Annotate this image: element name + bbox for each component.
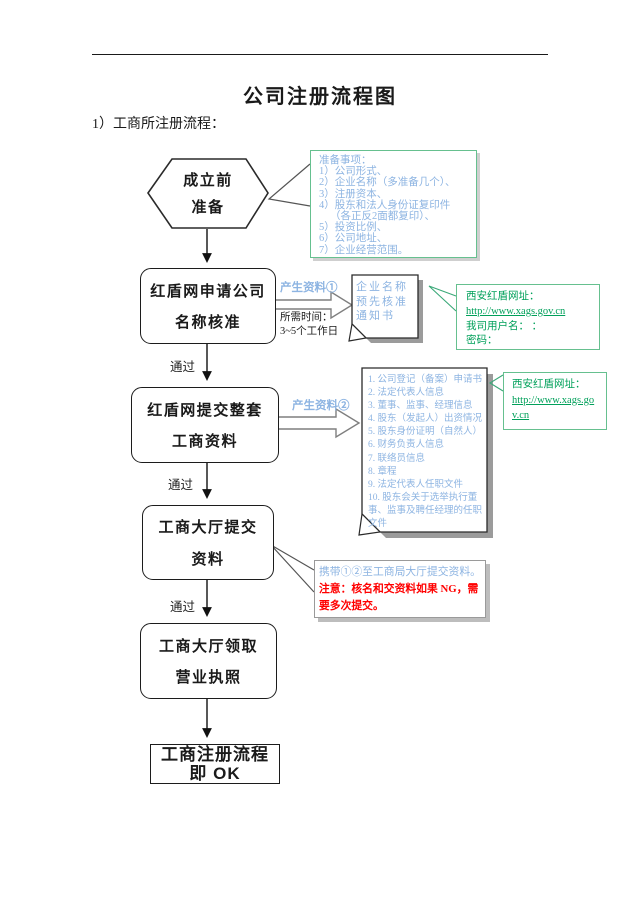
prepare-hexagon-shape [147,158,269,229]
checklist-item: （各正反2面都复印）、 [330,211,435,223]
checklist-item: 5）投资比例、 [319,222,388,234]
site-note-2: 西安红盾网址： http://www.xags.go v.cn [503,372,607,430]
xags-url-link-2[interactable]: http://www.xags.go [512,394,595,406]
site-note-1-password: 密码： [466,335,498,347]
pass-label-3: 通过 [170,600,196,614]
prepare-node: 成立前 准备 [150,162,266,224]
site-note-1-title: 西安红盾网址： [466,291,540,302]
site-note-1-username: 我司用户名： ： [466,320,543,332]
xags-url-link-2-wrap[interactable]: v.cn [512,410,530,421]
done-line2: 即 OK [189,764,241,783]
hall-submit-node: 工商大厅提交 资料 [142,505,274,580]
doc2-folded-corner [358,512,382,536]
site-note2-connector [488,374,504,392]
site-note-2-title: 西安红盾网址： [512,379,586,390]
prepare-note-connector [267,163,311,207]
hall-note: 携带①②至工商局大厅提交资料。 注意：核名和交资料如果 NG，需要多次提交。 [314,560,486,618]
checklist-item: 1）公司形式、 [319,166,388,178]
submit-online-line1: 红盾网提交整套 [147,401,263,419]
hall-note-warning: 注意：核名和交资料如果 NG，需要多次提交。 [319,583,479,613]
submit-online-node: 红盾网提交整套 工商资料 [131,387,279,463]
hall-submit-line2: 资料 [191,550,225,568]
hall-license-node: 工商大厅领取 营业执照 [140,623,277,699]
header-rule [92,54,548,55]
required-time-line2: 3~5个工作日 [280,325,339,337]
material-item: 1. 公司登记（备案）申请书 [368,375,483,385]
xags-url-link[interactable]: http://www.xags.gov.cn [466,305,566,317]
name-approval-doc-line3: 通知书 [356,310,395,322]
pass-label-1: 通过 [170,360,196,374]
name-check-line2: 名称核准 [174,314,241,332]
produce-material-arrow-1 [273,290,354,320]
done-node: 工商注册流程 即 OK [150,744,280,784]
checklist-item: 6）公司地址、 [319,233,388,245]
material-item: 6. 财务负责人信息 [368,440,445,451]
site-note-1: 西安红盾网址： http://www.xags.gov.cn 我司用户名： ： … [456,284,600,350]
material-item: 8. 章程 [368,466,397,477]
name-approval-doc-line2: 预先核准 [356,295,408,308]
name-approval-doc-line1: 企业名称 [356,281,408,293]
material-item: 3. 董事、监事、经理信息 [368,401,473,412]
page-title: 公司注册流程图 [243,86,397,108]
required-time-note: 所需时间： 3~5个工作日 [280,311,338,338]
checklist-item: 4）股东和法人身份证复印件 [319,199,451,211]
hall-license-line1: 工商大厅领取 [158,637,258,655]
doc1-shape [351,274,419,339]
produce-material-2-label: 产生资料② [292,400,350,412]
name-approval-doc: 企业名称 预先核准 通知书 [356,280,408,324]
checklist-item: 2）企业名称（多准备几个）、 [319,177,456,189]
produce-material-arrow-2 [276,407,361,439]
submit-online-line2: 工商资料 [171,433,238,451]
produce-material-1-label: 产生资料① [280,282,338,294]
hall-submit-line1: 工商大厅提交 [158,519,258,537]
prepare-node-line1: 成立前 [183,171,233,189]
material-item: 7. 联络员信息 [368,453,426,464]
hall-note-connector [270,544,315,593]
material-item: 4. 股东（发起人）出资情况 [368,414,483,425]
hall-note-carry: 携带①②至工商局大厅提交资料。 [319,566,481,578]
doc2-shape [361,367,488,533]
done-line1: 工商注册流程 [161,745,269,764]
prepare-checklist: 准备事项： 1）公司形式、 2）企业名称（多准备几个）、 3）注册资本、 4）股… [310,150,477,258]
required-time-line1: 所需时间： [280,312,333,323]
registration-material-doc: 1. 公司登记（备案）申请书 2. 法定代表人信息 3. 董事、监事、经理信息 … [368,374,482,531]
hall-license-line2: 营业执照 [175,669,242,687]
site-note1-connector [428,285,457,312]
checklist-item: 7）企业经营范围。 [319,244,409,256]
pass-label-2: 通过 [168,478,194,492]
prepare-node-line2: 准备 [191,199,225,217]
doc1-folded-corner [348,322,368,342]
checklist-item: 3）注册资本、 [319,188,388,200]
section-label: 1）工商所注册流程： [92,117,225,132]
name-check-node: 红盾网申请公司 名称核准 [140,268,276,344]
prepare-checklist-title: 准备事项： [319,155,372,166]
material-item: 5. 股东身份证明（自然人） [368,427,483,438]
material-item: 2. 法定代表人信息 [368,388,445,399]
material-item: 9. 法定代表人任职文件 [368,479,464,490]
material-item: 10. 股东会关于选举执行董事、监事及聘任经理的任职文件 [368,492,483,530]
name-check-line1: 红盾网申请公司 [150,282,266,300]
